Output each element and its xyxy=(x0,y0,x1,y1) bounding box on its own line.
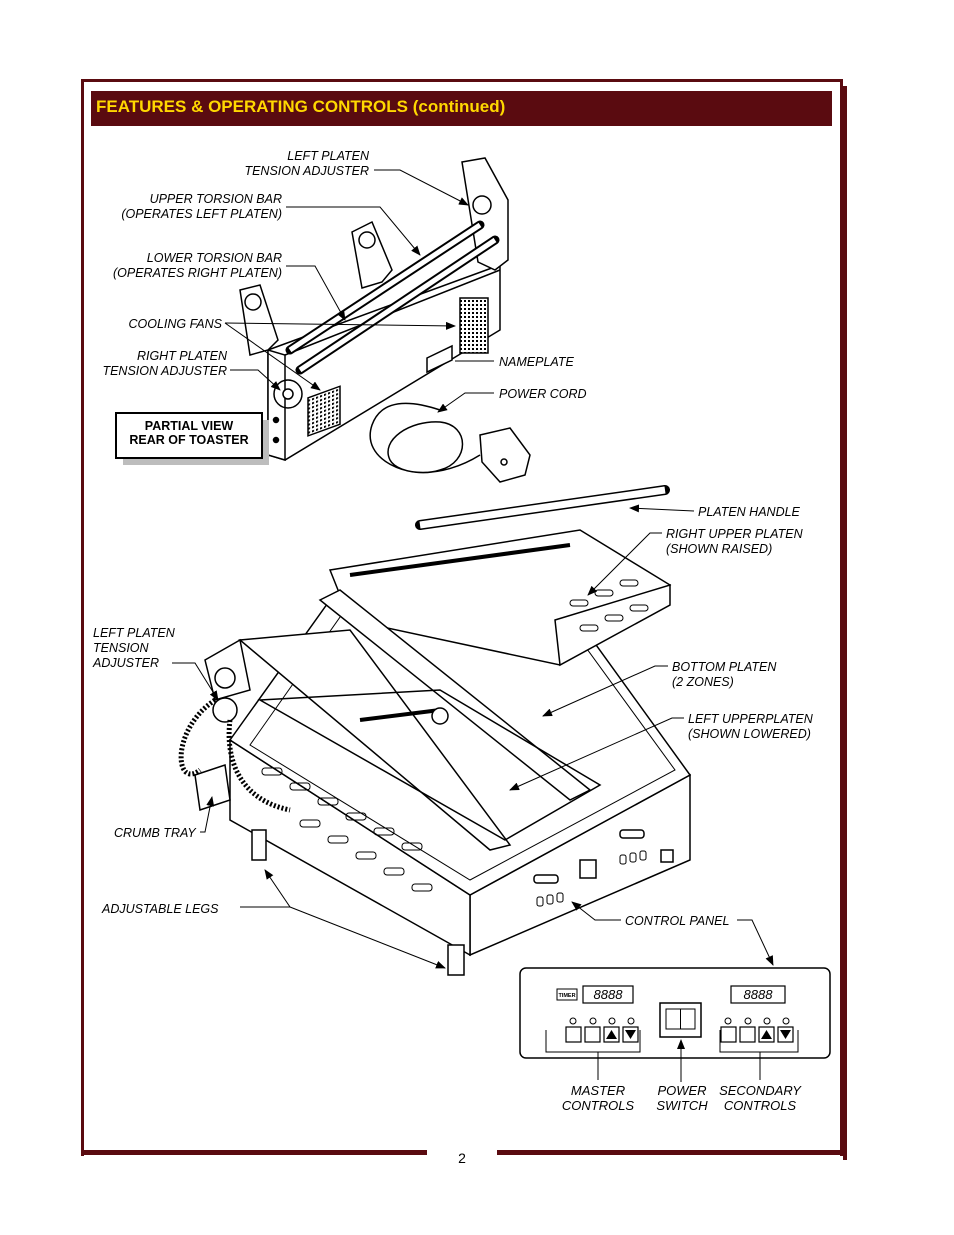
front-view-drawing xyxy=(178,485,692,976)
label-platen-handle: PLATEN HANDLE xyxy=(698,505,801,519)
section-title-bar: FEATURES & OPERATING CONTROLS (continued… xyxy=(91,91,832,126)
label-adjustable-legs: ADJUSTABLE LEGS xyxy=(101,902,219,916)
label-control-panel: CONTROL PANEL xyxy=(625,914,729,928)
label-bottom-platen-1: BOTTOM PLATEN xyxy=(672,660,777,674)
master-display-digits: 8888 xyxy=(594,987,624,1002)
label-left-tension-2: TENSION xyxy=(93,641,150,655)
label-upper-torsion-2: (OPERATES LEFT PLATEN) xyxy=(121,207,282,221)
label-right-platen-tension-1: RIGHT PLATEN xyxy=(137,349,228,363)
up-arrow-icon xyxy=(761,1030,772,1039)
partial-view-label-1: PARTIAL VIEW xyxy=(145,419,234,433)
control-panel-detail: TIMER 8888 8888 MASTER xyxy=(519,967,831,1113)
rear-leader-lines xyxy=(224,169,494,413)
label-lower-torsion-1: LOWER TORSION BAR xyxy=(147,251,282,265)
master-display xyxy=(582,985,634,1004)
secondary-button-2[interactable] xyxy=(739,1026,756,1043)
label-left-upper-2: (SHOWN LOWERED) xyxy=(688,727,811,741)
label-left-upper-1: LEFT UPPERPLATEN xyxy=(688,712,814,726)
secondary-display xyxy=(730,985,786,1004)
page-number: 2 xyxy=(458,1150,466,1166)
secondary-display-digits: 8888 xyxy=(744,987,774,1002)
label-bottom-platen-2: (2 ZONES) xyxy=(672,675,734,689)
caption-master-1: MASTER xyxy=(571,1083,625,1098)
label-power-cord: POWER CORD xyxy=(499,387,587,401)
label-lower-torsion-2: (OPERATES RIGHT PLATEN) xyxy=(113,266,282,280)
page-frame xyxy=(81,79,847,1160)
label-right-upper-1: RIGHT UPPER PLATEN xyxy=(666,527,804,541)
label-left-tension-1: LEFT PLATEN xyxy=(93,626,176,640)
caption-power-1: POWER xyxy=(657,1083,706,1098)
caption-power-2: SWITCH xyxy=(656,1098,708,1113)
timer-label: TIMER xyxy=(558,993,575,999)
master-button-1[interactable] xyxy=(565,1026,582,1043)
partial-view-label-2: REAR OF TOASTER xyxy=(129,433,248,447)
caption-master-2: CONTROLS xyxy=(562,1098,635,1113)
footer-rule-right xyxy=(497,1150,843,1155)
rear-view-drawing xyxy=(239,157,531,483)
down-arrow-icon xyxy=(625,1030,636,1039)
label-left-platen-tension-2: TENSION ADJUSTER xyxy=(244,164,369,178)
label-nameplate: NAMEPLATE xyxy=(499,355,574,369)
master-button-2[interactable] xyxy=(584,1026,601,1043)
label-right-upper-2: (SHOWN RAISED) xyxy=(666,542,772,556)
caption-secondary-2: CONTROLS xyxy=(724,1098,797,1113)
rear-labels: LEFT PLATEN TENSION ADJUSTER UPPER TORSI… xyxy=(102,149,586,401)
label-cooling-fans: COOLING FANS xyxy=(128,317,222,331)
partial-view-box: PARTIAL VIEW REAR OF TOASTER xyxy=(115,412,269,465)
label-left-platen-tension-1: LEFT PLATEN xyxy=(287,149,370,163)
up-arrow-icon xyxy=(606,1030,617,1039)
section-title: FEATURES & OPERATING CONTROLS (continued… xyxy=(96,97,506,116)
label-right-platen-tension-2: TENSION ADJUSTER xyxy=(102,364,227,378)
label-upper-torsion-1: UPPER TORSION BAR xyxy=(150,192,282,206)
footer-rule-left xyxy=(81,1150,427,1155)
caption-secondary-1: SECONDARY xyxy=(719,1083,802,1098)
label-left-tension-3: ADJUSTER xyxy=(92,656,159,670)
label-crumb-tray: CRUMB TRAY xyxy=(114,826,197,840)
secondary-button-1[interactable] xyxy=(720,1026,737,1043)
front-labels: PLATEN HANDLE RIGHT UPPER PLATEN (SHOWN … xyxy=(92,505,814,928)
down-arrow-icon xyxy=(780,1030,791,1039)
front-leader-lines xyxy=(172,504,774,969)
